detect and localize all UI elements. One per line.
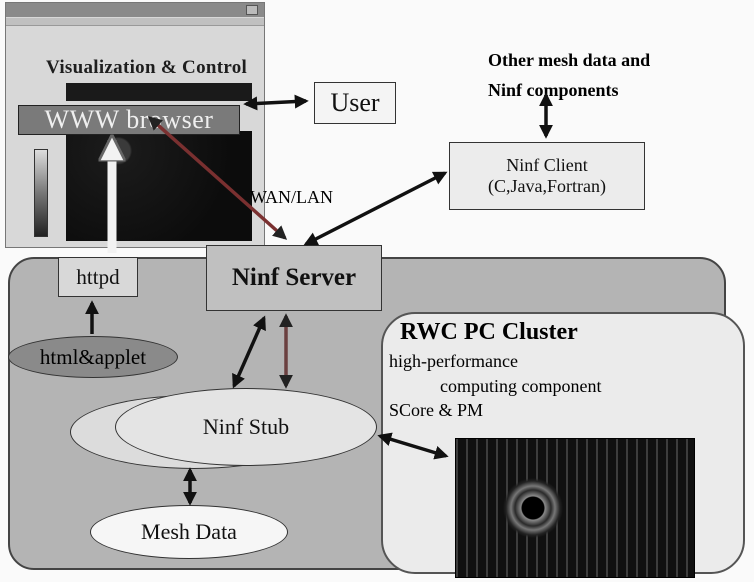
www-browser-label-box: WWW browser — [18, 105, 240, 135]
simulation-image — [455, 438, 695, 578]
vortex-icon — [502, 477, 564, 539]
ninf-stub-ellipse: Ninf Stub — [115, 388, 377, 466]
other-components-line2: Ninf components — [488, 80, 619, 100]
ninf-server-box: Ninf Server — [206, 245, 382, 311]
httpd-box: httpd — [58, 257, 138, 297]
arrow-client-server — [303, 171, 448, 246]
mesh-data-ellipse: Mesh Data — [90, 505, 288, 559]
browser-image-top — [66, 83, 252, 101]
flow-lines — [456, 439, 694, 577]
color-scale-bar — [34, 149, 48, 237]
cluster-line3: SCore & PM — [389, 400, 484, 420]
wan-lan-label: WAN/LAN — [250, 187, 333, 207]
browser-titlebar — [6, 3, 264, 17]
browser-heading: Visualization & Control — [46, 57, 248, 78]
browser-window: Visualization & Control WWW browser — [5, 2, 265, 248]
cluster-title: RWC PC Cluster — [400, 319, 578, 345]
other-components-line1: Other mesh data and — [488, 50, 651, 70]
user-box: User — [314, 82, 396, 124]
html-applet-ellipse: html&applet — [8, 336, 178, 378]
close-icon[interactable] — [246, 5, 258, 15]
ninf-client-line1: Ninf Client — [506, 155, 588, 175]
cluster-line1: high-performance — [389, 351, 518, 371]
browser-toolbar — [6, 18, 264, 26]
cluster-line2: computing component — [440, 376, 602, 396]
ninf-client-box: Ninf Client (C,Java,Fortran) — [449, 142, 645, 210]
vortex-flow-visualization-icon — [66, 131, 252, 241]
ninf-client-line2: (C,Java,Fortran) — [488, 176, 606, 196]
